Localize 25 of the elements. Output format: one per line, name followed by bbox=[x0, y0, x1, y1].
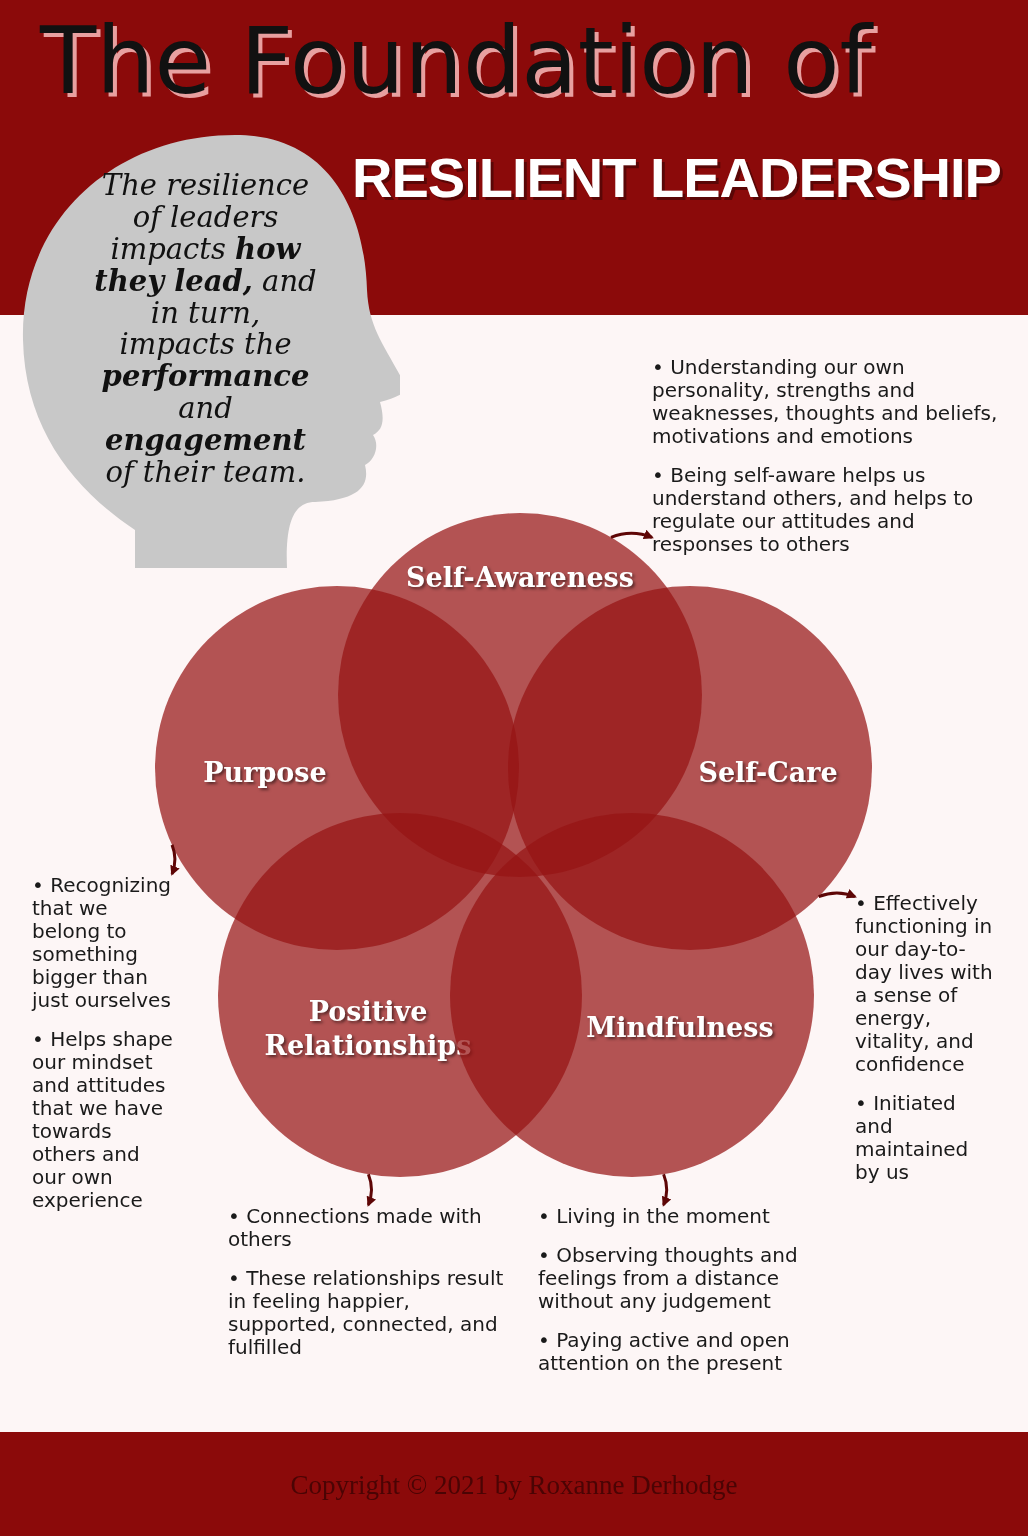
circle-label: Positive Relationships bbox=[263, 995, 473, 1063]
bullet-text: • Initiated and maintained by us bbox=[855, 1092, 970, 1184]
arrow bbox=[366, 1173, 376, 1207]
bullet-text: • Connections made with others bbox=[228, 1205, 483, 1251]
bullet-text: • These relationships result in feeling happier, supported, connected, and fulfilled bbox=[228, 1267, 505, 1359]
bullet-text: • Being self-aware helps us understand others, and helps to regulate our attitudes and responses to others bbox=[652, 464, 975, 556]
bullet-text: • Understanding our own personality, strengths and weaknesses, thoughts and beliefs, motivations and emotions bbox=[652, 356, 999, 448]
arrow bbox=[818, 889, 857, 899]
arrow bbox=[610, 529, 654, 540]
bullet-text: • Paying active and open attention on the present bbox=[538, 1329, 791, 1375]
circle-label: Mindfulness bbox=[585, 1011, 775, 1045]
bullet-text: • Recognizing that we belong to something bigger than just ourselves bbox=[32, 874, 173, 1012]
bullet-text: • Observing thoughts and feelings from a distance without any judgement bbox=[538, 1244, 799, 1313]
head-text: The resilience of leaders impacts how they lead, and in turn, impacts the performance and engagement of their team. bbox=[93, 170, 318, 489]
arrow bbox=[170, 844, 180, 876]
bullet-text: • Living in the moment bbox=[538, 1205, 771, 1228]
bullet-text: • Helps shape our mindset and attitudes that we have towards others and our own experience bbox=[32, 1028, 174, 1212]
circle-label: Self-Awareness bbox=[405, 561, 635, 595]
title: The Foundation of bbox=[40, 8, 872, 115]
circle-label: Self-Care bbox=[697, 756, 839, 790]
arrow bbox=[661, 1173, 672, 1207]
copyright-text: Copyright © 2021 by Roxanne Derhodge bbox=[289, 1470, 739, 1501]
circle-label: Purpose bbox=[202, 756, 328, 790]
subtitle: RESILIENT LEADERSHIP bbox=[352, 145, 1001, 210]
bullet-text: • Effectively functioning in our day-to-day lives with a sense of energy, vitality, and confidence bbox=[855, 892, 994, 1076]
